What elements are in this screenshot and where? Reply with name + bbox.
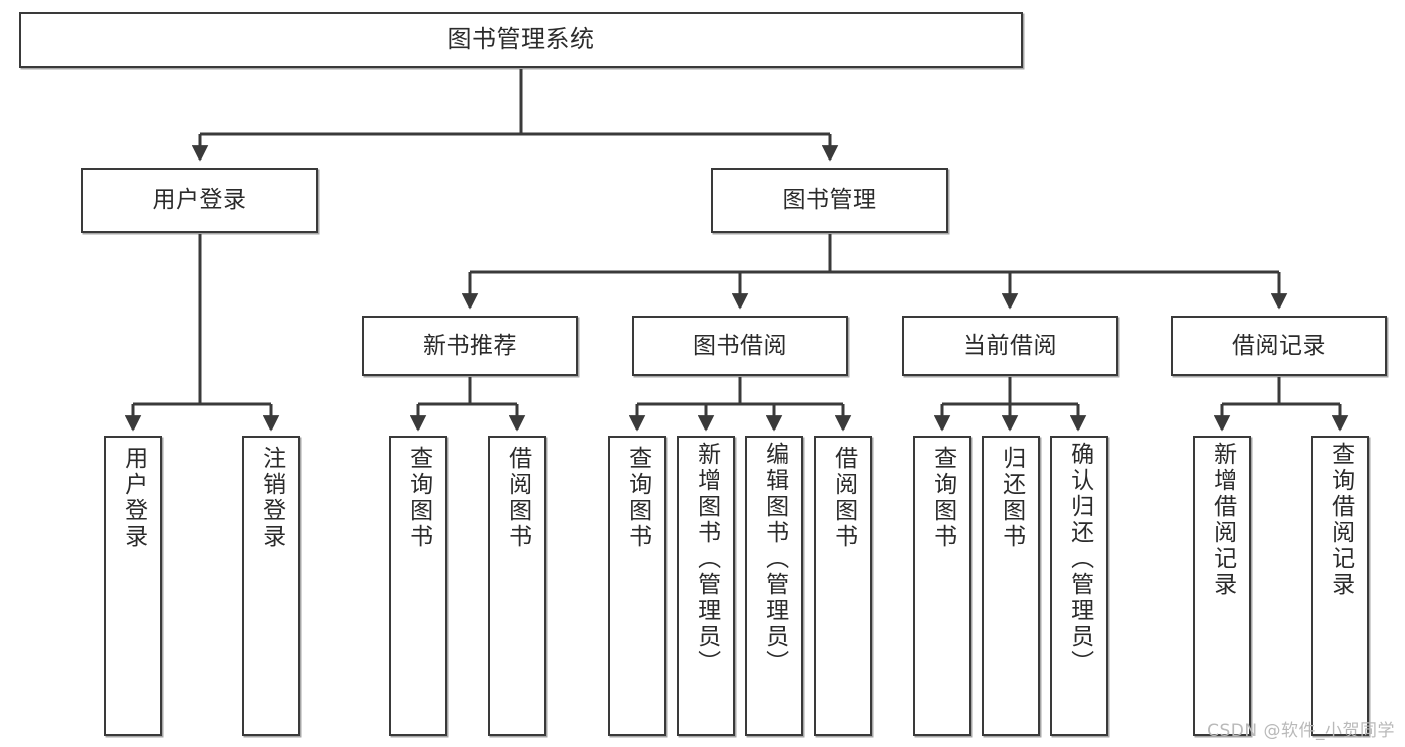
node-label: 借阅图书 <box>830 446 857 550</box>
node-book-management[interactable]: 图书管理 <box>711 168 948 233</box>
leaf-borrow-book-recommend[interactable]: 借阅图书 <box>488 436 546 736</box>
leaf-return-book[interactable]: 归还图书 <box>982 436 1040 736</box>
node-label: 用户登录 <box>120 446 147 550</box>
node-current-borrow[interactable]: 当前借阅 <box>902 316 1118 376</box>
leaf-query-book-borrow[interactable]: 查询图书 <box>608 436 666 736</box>
node-label: 新增借阅记录 <box>1209 442 1236 598</box>
node-label: 查询借阅记录 <box>1327 442 1354 598</box>
node-label: 新增图书（管理员） <box>693 442 720 676</box>
node-label: 注销登录 <box>258 446 285 550</box>
node-label: 编辑图书（管理员） <box>761 442 788 676</box>
node-label: 查询图书 <box>405 446 432 550</box>
leaf-logout[interactable]: 注销登录 <box>242 436 300 736</box>
node-label: 新书推荐 <box>423 332 517 359</box>
node-label: 图书借阅 <box>693 332 787 359</box>
node-book-borrow[interactable]: 图书借阅 <box>632 316 848 376</box>
leaf-confirm-return-admin[interactable]: 确认归还（管理员） <box>1050 436 1108 736</box>
node-label: 图书管理系统 <box>447 25 595 54</box>
node-new-book-recommend[interactable]: 新书推荐 <box>362 316 578 376</box>
leaf-edit-book-admin[interactable]: 编辑图书（管理员） <box>745 436 803 736</box>
node-label: 查询图书 <box>929 446 956 550</box>
leaf-add-book-admin[interactable]: 新增图书（管理员） <box>677 436 735 736</box>
node-label: 用户登录 <box>152 187 247 214</box>
node-label: 借阅记录 <box>1232 332 1326 359</box>
leaf-query-book-current[interactable]: 查询图书 <box>913 436 971 736</box>
node-user-login[interactable]: 用户登录 <box>81 168 318 233</box>
node-label: 归还图书 <box>998 446 1025 550</box>
node-label: 当前借阅 <box>963 332 1057 359</box>
leaf-add-borrow-record[interactable]: 新增借阅记录 <box>1193 436 1251 736</box>
leaf-borrow-book[interactable]: 借阅图书 <box>814 436 872 736</box>
node-label: 确认归还（管理员） <box>1066 442 1093 676</box>
node-label: 查询图书 <box>624 446 651 550</box>
node-root-library-system[interactable]: 图书管理系统 <box>19 12 1023 68</box>
leaf-query-book-recommend[interactable]: 查询图书 <box>389 436 447 736</box>
csdn-watermark: CSDN @软件_小贺同学 <box>1207 721 1395 741</box>
node-borrow-record[interactable]: 借阅记录 <box>1171 316 1387 376</box>
node-label: 图书管理 <box>782 187 877 214</box>
leaf-user-login[interactable]: 用户登录 <box>104 436 162 736</box>
node-label: 借阅图书 <box>504 446 531 550</box>
leaf-query-borrow-record[interactable]: 查询借阅记录 <box>1311 436 1369 736</box>
